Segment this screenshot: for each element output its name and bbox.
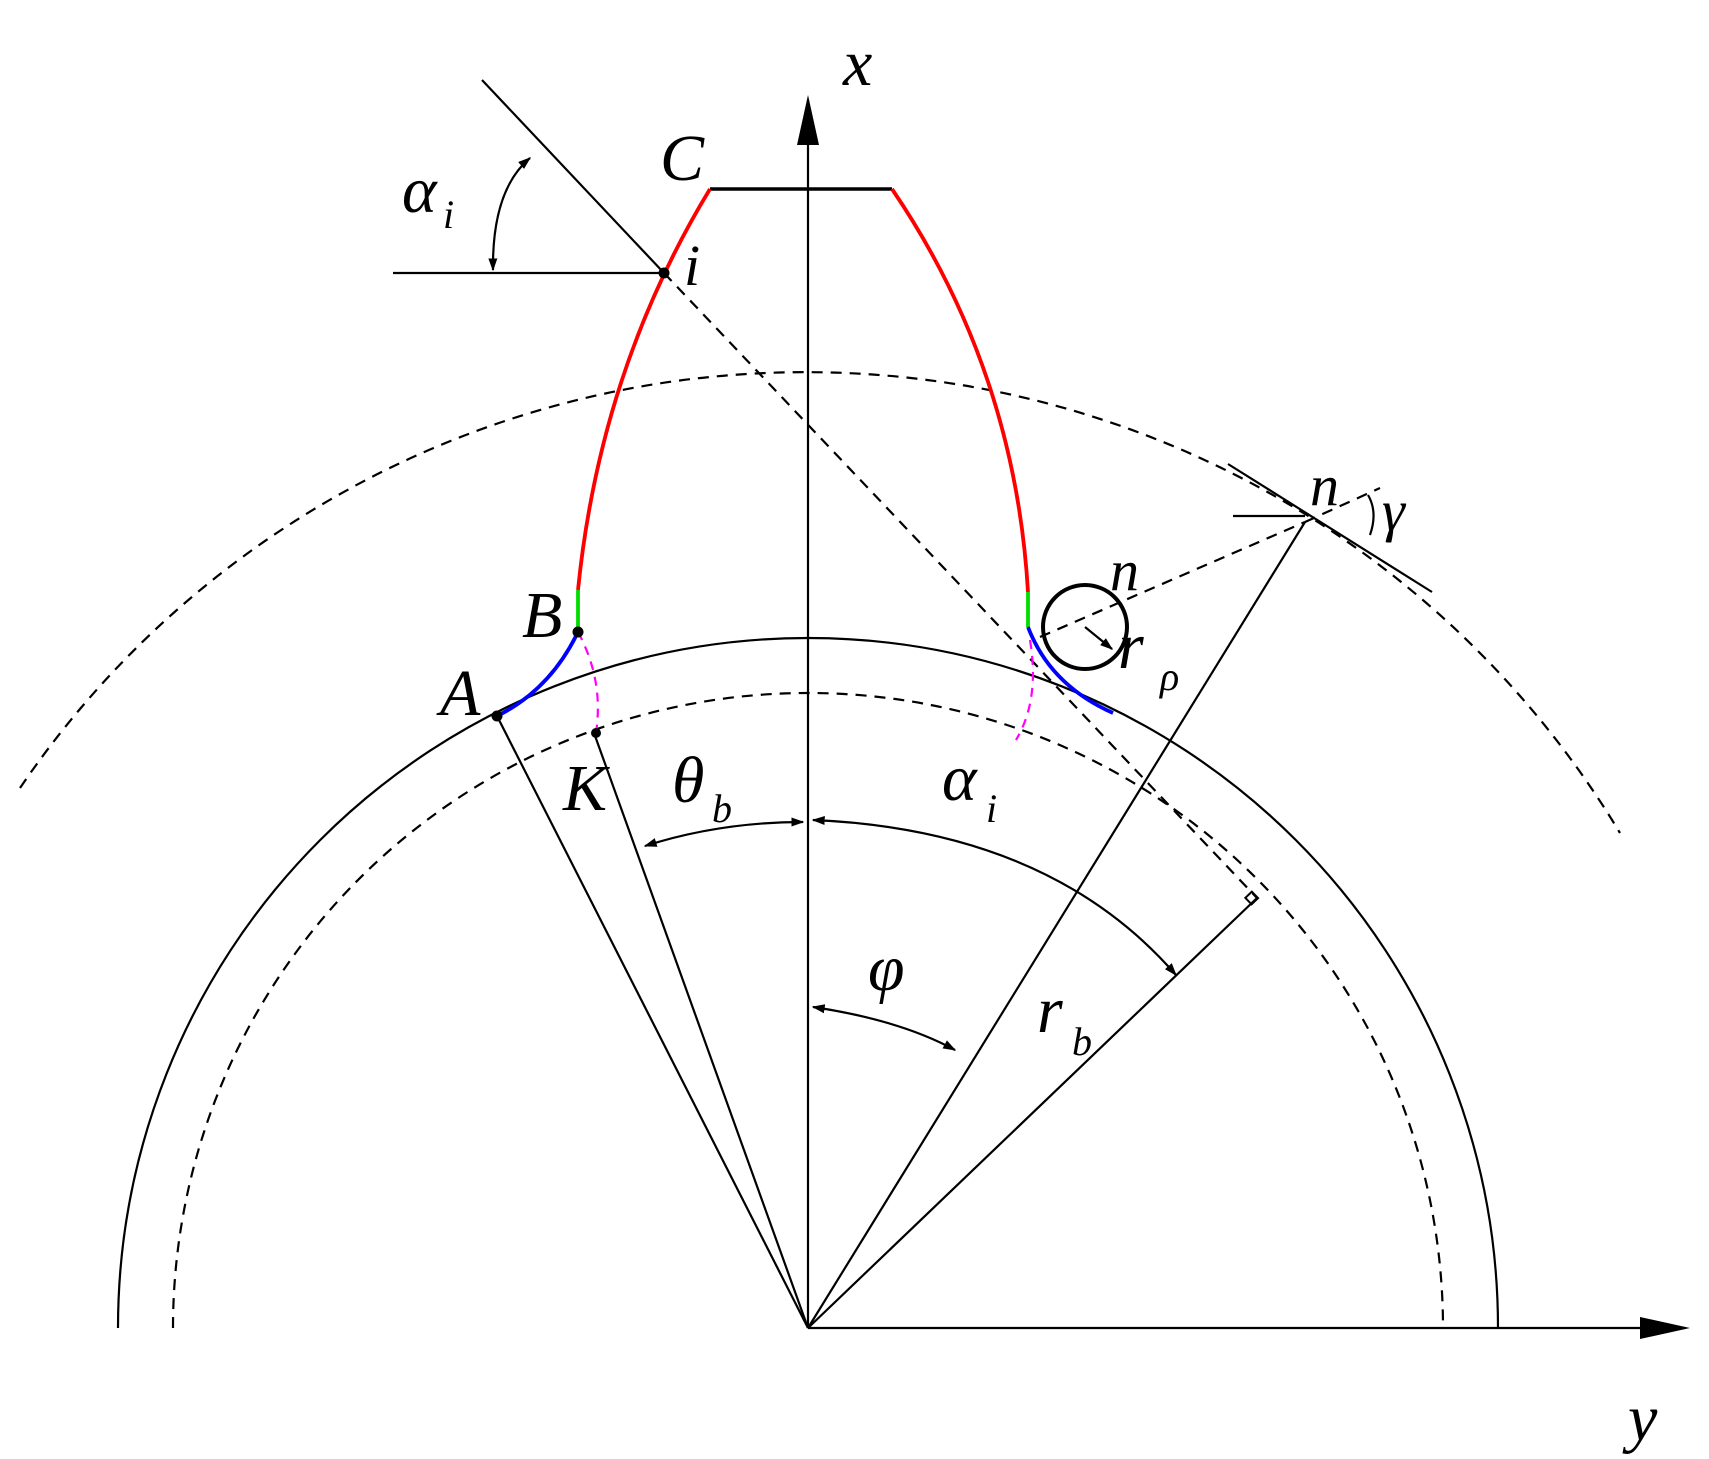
normal-line-upper (481, 79, 665, 274)
alpha-top-label: α (402, 154, 438, 227)
line-of-action (663, 272, 1258, 899)
alpha-arc-mid (811, 815, 1177, 976)
dashed-angle-gamma (1304, 486, 1381, 524)
right-involute (890, 187, 1030, 593)
radius-rb (807, 897, 1258, 1329)
rb-sub: b (1072, 1019, 1092, 1064)
theta-sub: b (712, 786, 732, 831)
point-i-label: i (684, 233, 700, 298)
alpha-top-sub: i (443, 192, 454, 237)
left-trochoid (577, 631, 599, 734)
point-k-label: K (562, 752, 610, 825)
point-c-label: C (660, 122, 705, 195)
right-fillet (1026, 626, 1114, 715)
r-rho-arrow (1084, 626, 1114, 650)
point-b-dot (572, 626, 584, 638)
right-trochoid (1015, 639, 1035, 741)
rb-label: r (1037, 974, 1063, 1047)
r-rho-sub: ρ (1158, 654, 1179, 699)
alpha-mid-label: α (942, 742, 978, 815)
base-circle-dashed (171, 691, 1445, 1329)
n-circle-label: n (1110, 538, 1139, 603)
cutter-tip-circle (1041, 583, 1129, 671)
root-circle (116, 636, 1500, 1329)
alpha-arc-top (488, 157, 531, 272)
radius-to-a (496, 715, 809, 1329)
point-a-label: A (436, 657, 481, 730)
point-a-dot (491, 710, 503, 722)
alpha-mid-sub: i (986, 786, 997, 831)
y-axis-label: y (1622, 1382, 1658, 1455)
pitch-circle-dashed (19, 371, 1621, 834)
point-i-dot (658, 267, 670, 279)
r-rho-label: r (1118, 610, 1144, 683)
left-involute (576, 188, 712, 591)
x-axis-label: x (842, 27, 872, 100)
gamma-arc (1367, 494, 1375, 536)
theta-label: θ (672, 744, 704, 817)
gamma-label: γ (1382, 478, 1407, 543)
n-outer-label: n (1310, 453, 1339, 518)
phi-label: φ (868, 932, 905, 1005)
tangent-at-n (1227, 463, 1433, 593)
point-k-dot (591, 728, 601, 738)
point-b-label: B (522, 579, 562, 652)
normal-n-n (1039, 520, 1306, 639)
left-fillet (496, 631, 580, 718)
radius-theta-b (592, 732, 810, 1329)
phi-arc (811, 1004, 957, 1051)
theta-b-arc (643, 817, 805, 848)
